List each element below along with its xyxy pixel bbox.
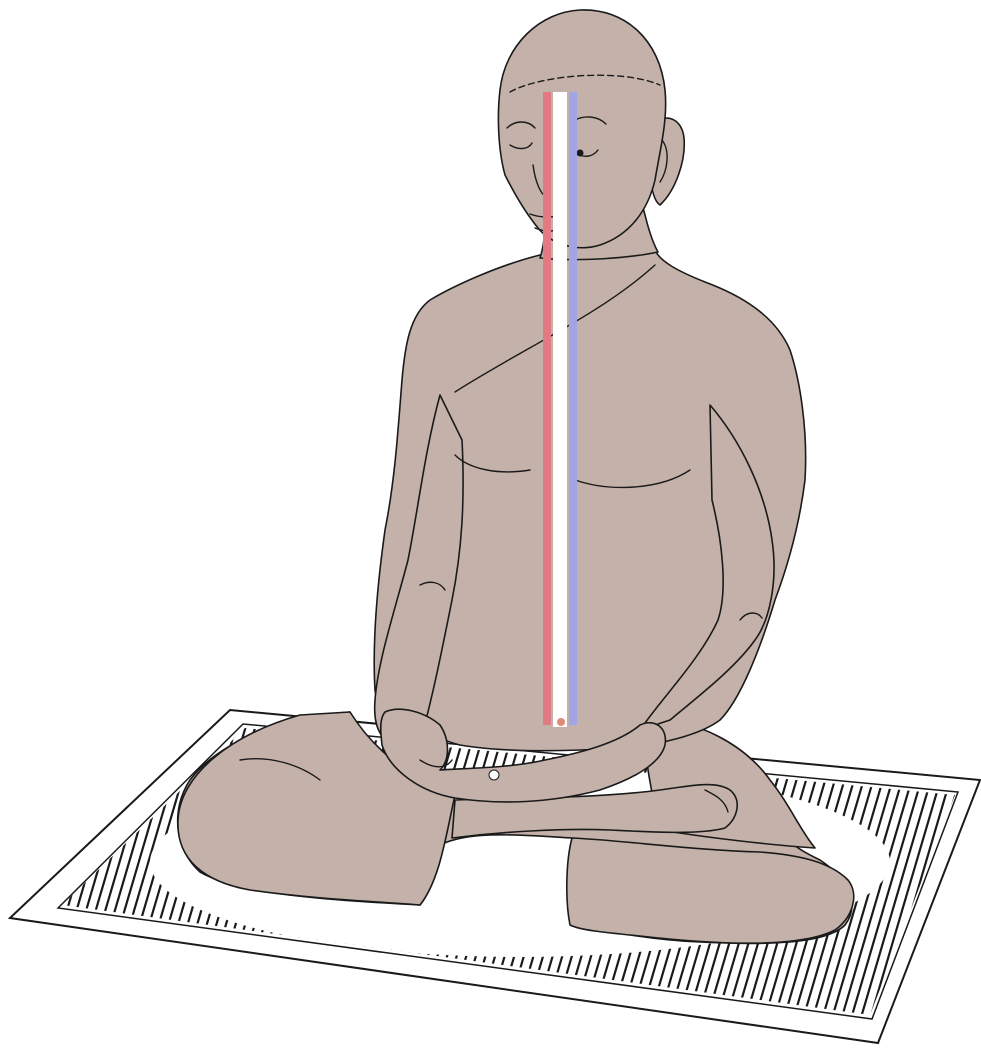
channel-base-dot — [557, 718, 565, 726]
head — [498, 10, 665, 248]
right-pupil — [577, 150, 584, 157]
seated-figure — [178, 10, 854, 944]
right-channel — [569, 92, 577, 725]
central-channel — [553, 92, 567, 727]
energy-channels — [543, 92, 577, 727]
hand-jewel — [489, 770, 499, 780]
left-channel — [543, 92, 551, 725]
